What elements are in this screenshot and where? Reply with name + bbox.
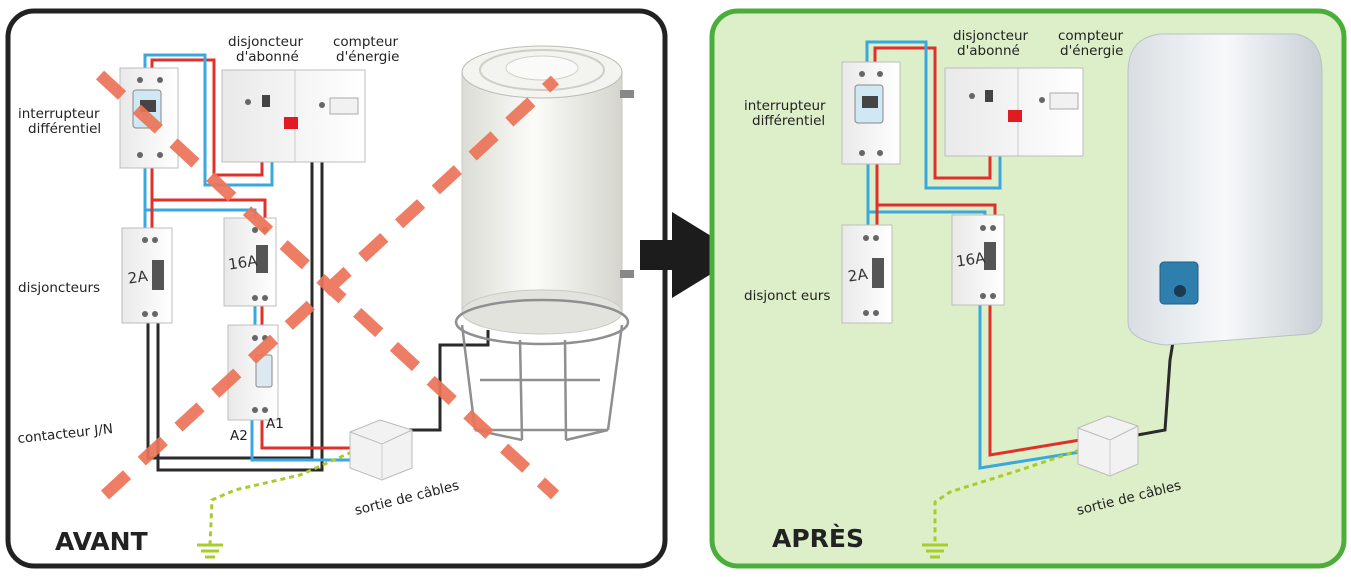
apres-breaker-2a: 2A: [841, 224, 893, 324]
apres-label-interrupteur-2: différentiel: [752, 113, 825, 129]
apres-label-compteur-2: d'énergie: [1060, 43, 1123, 59]
avant-earth-icon: [197, 543, 223, 559]
apres-label-compteur-1: compteur: [1058, 28, 1124, 44]
avant-indicator: [284, 117, 298, 129]
avant-cable-box: [349, 419, 413, 481]
apres-earth-wire: [933, 448, 1081, 545]
apres-abonne-compteur-module: [944, 67, 1084, 157]
panel-avant: 2A 16A: [5, 8, 668, 569]
avant-abonne-compteur-module: [221, 69, 366, 163]
avant-label-compteur-1: compteur: [333, 34, 399, 50]
apres-label-interrupteur-1: interrupteur: [744, 98, 826, 114]
transition-arrow: [640, 212, 742, 298]
avant-breaker-2a-label: 2A: [127, 267, 150, 288]
apres-label-disjoncteur-abonne-1: disjoncteur: [953, 28, 1028, 44]
avant-label-terminal-a1: A1: [266, 416, 284, 432]
avant-label-disjoncteur-abonne-2: d'abonné: [236, 49, 299, 65]
avant-label-interrupteur-1: interrupteur: [18, 106, 100, 122]
apres-earth-icon: [922, 543, 948, 559]
avant-label-interrupteur-2: différentiel: [28, 121, 101, 137]
apres-interrupteur-module: [841, 61, 901, 165]
apres-indicator: [1008, 110, 1022, 122]
avant-label-compteur-2: d'énergie: [336, 49, 399, 65]
apres-cable-box: [1077, 415, 1139, 477]
water-tank: [454, 45, 634, 442]
avant-label-terminal-a2: A2: [230, 428, 248, 444]
apres-title: APRÈS: [772, 524, 864, 553]
apres-breaker-2a-label: 2A: [847, 265, 870, 286]
apres-breaker-16a-label: 16A: [955, 249, 987, 271]
apres-label-disjoncteurs: disjonct eurs: [744, 288, 830, 304]
apres-breaker-16a: 16A: [951, 214, 1005, 306]
panel-apres: 2A 16A disjoncteur d'abonné compteur d'é…: [709, 8, 1347, 569]
avant-title: AVANT: [55, 527, 148, 556]
water-heater: [1127, 33, 1323, 346]
apres-label-disjoncteur-abonne-2: d'abonné: [957, 43, 1020, 59]
avant-label-disjoncteurs: disjoncteurs: [18, 280, 100, 296]
avant-breaker-2a: 2A: [121, 227, 173, 324]
avant-cross-out: [95, 70, 560, 500]
avant-breaker-16a-label: 16A: [227, 252, 259, 274]
avant-label-disjoncteur-abonne-1: disjoncteur: [228, 34, 303, 50]
avant-earth-wire: [208, 450, 353, 546]
